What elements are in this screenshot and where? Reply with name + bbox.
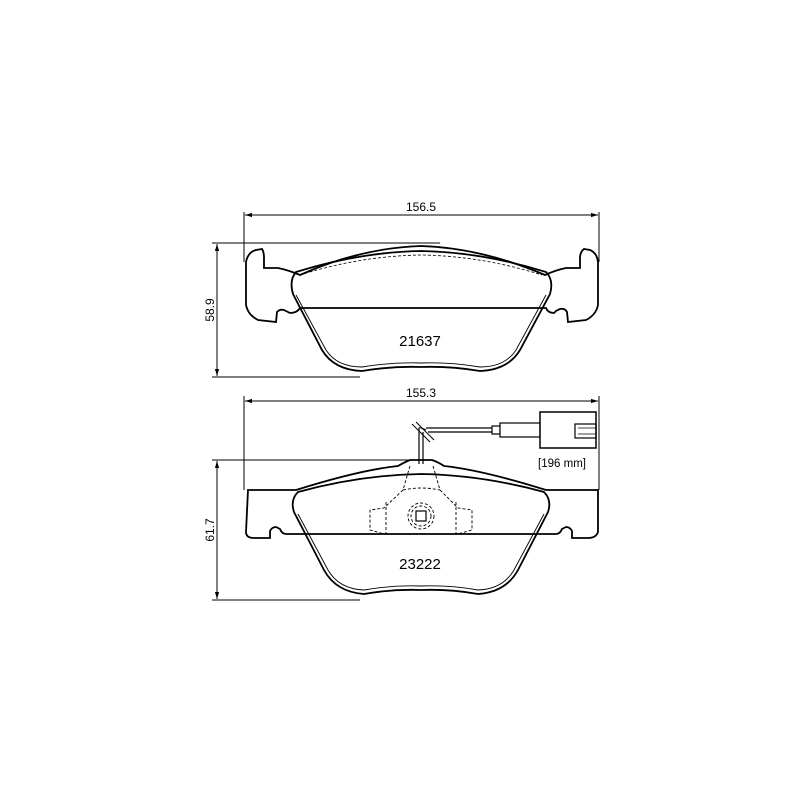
wear-sensor-connector <box>539 411 597 449</box>
pad-top-backing-plate <box>245 245 599 323</box>
pad-bottom-height-dimension: 61.7 <box>203 459 420 601</box>
pad-top-width-dimension: 156.5 <box>243 200 600 262</box>
wire-length-label: [196 mm] <box>538 458 586 470</box>
pad-top-width-label: 156.5 <box>406 200 436 214</box>
pad-bottom-width-label: 155.3 <box>406 386 436 400</box>
pad-top-friction-material <box>290 250 553 372</box>
pad-bottom-backing-plate <box>245 459 599 539</box>
pad-bottom-part-number: 23222 <box>399 556 441 573</box>
pad-top: 156.5 58.9 21637 <box>203 200 600 378</box>
pad-bottom-height-label: 61.7 <box>203 518 217 542</box>
pad-bottom-width-dimension: 155.3 <box>243 386 600 490</box>
sensor-connector-square <box>415 510 427 522</box>
pad-top-part-number: 21637 <box>399 333 441 350</box>
pad-top-height-dimension: 58.9 <box>203 242 440 378</box>
pad-bottom-friction-material <box>291 473 551 595</box>
pad-bottom: 155.3 61.7 <box>203 386 600 601</box>
wear-sensor-housing <box>369 465 473 536</box>
pad-top-height-label: 58.9 <box>203 298 217 322</box>
wear-sensor-wire <box>411 421 541 464</box>
